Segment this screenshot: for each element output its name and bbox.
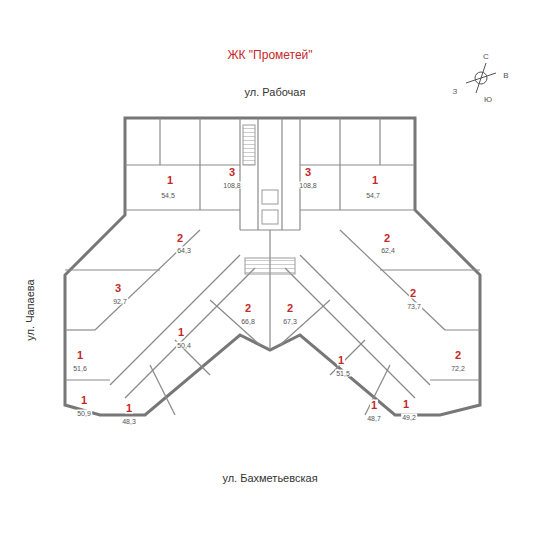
apartment-area: 50,9 [76,410,92,417]
elevator [262,210,278,224]
interior-walls [65,118,480,415]
room-count: 1 [177,327,185,338]
apartment-area: 72,2 [450,365,466,372]
street-name: ул. Рабочая [244,87,307,98]
room-count: 1 [80,395,88,406]
room-count: 2 [244,303,252,314]
building-outline [65,118,480,415]
title: ЖК "Прометей" [226,49,313,61]
stair [245,258,295,274]
apartment-area: 67,3 [282,318,298,325]
elevator [262,190,278,204]
room-count: 1 [371,175,379,186]
apartment-area: 51,5 [335,370,351,377]
room-count: 1 [337,355,345,366]
apartment-area: 73,7 [406,303,422,310]
apartment-area: 54,7 [365,192,381,199]
stair [243,125,255,165]
apartment-area: 50,4 [176,342,192,349]
apartment-area: 48,7 [366,415,382,422]
apartment-area: 92,7 [112,298,128,305]
apartment-area: 108,8 [298,182,318,189]
street-name: ул. Чапаева [25,278,36,341]
room-count: 3 [304,167,312,178]
compass-letter: З [452,88,459,96]
room-count: 2 [383,233,391,244]
room-count: 3 [228,167,236,178]
room-count: 1 [125,403,133,414]
room-count: 1 [76,350,84,361]
room-count: 3 [114,283,122,294]
compass-letter: Ю [483,96,493,104]
apartment-area: 48,3 [121,418,137,425]
compass-letter: В [502,72,509,80]
room-count: 2 [286,303,294,314]
room-count: 1 [402,399,410,410]
room-count: 1 [370,400,378,411]
apartment-area: 54,5 [160,192,176,199]
apartment-area: 64,3 [176,247,192,254]
street-name: ул. Бахметьевская [221,473,318,484]
apartment-area: 108,8 [222,182,242,189]
apartment-area: 51,6 [72,365,88,372]
compass [466,63,496,93]
compass-letter: С [482,53,490,61]
room-count: 1 [166,175,174,186]
apartment-area: 49,2 [401,414,417,421]
room-count: 2 [176,233,184,244]
room-count: 2 [454,350,462,361]
apartment-area: 62,4 [380,247,396,254]
room-count: 2 [409,288,417,299]
apartment-area: 66,8 [240,318,256,325]
